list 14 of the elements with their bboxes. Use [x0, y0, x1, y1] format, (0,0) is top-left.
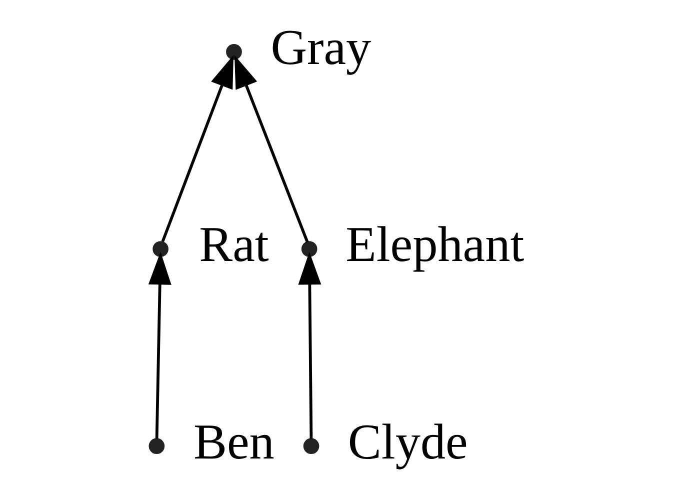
arrow	[161, 54, 234, 242]
node-label: Rat	[199, 216, 269, 272]
node-label: Ben	[194, 413, 274, 470]
node-circle	[152, 241, 168, 257]
node-circle	[303, 438, 320, 454]
arrow	[148, 252, 172, 439]
node-label: Clyde	[348, 413, 468, 470]
arrow	[298, 252, 322, 439]
node-label: Elephant	[346, 216, 524, 272]
node-circle	[148, 438, 165, 454]
arrow	[234, 55, 309, 243]
node-circle	[226, 44, 242, 60]
node-label: Gray	[270, 19, 372, 76]
node-circle	[301, 241, 318, 257]
